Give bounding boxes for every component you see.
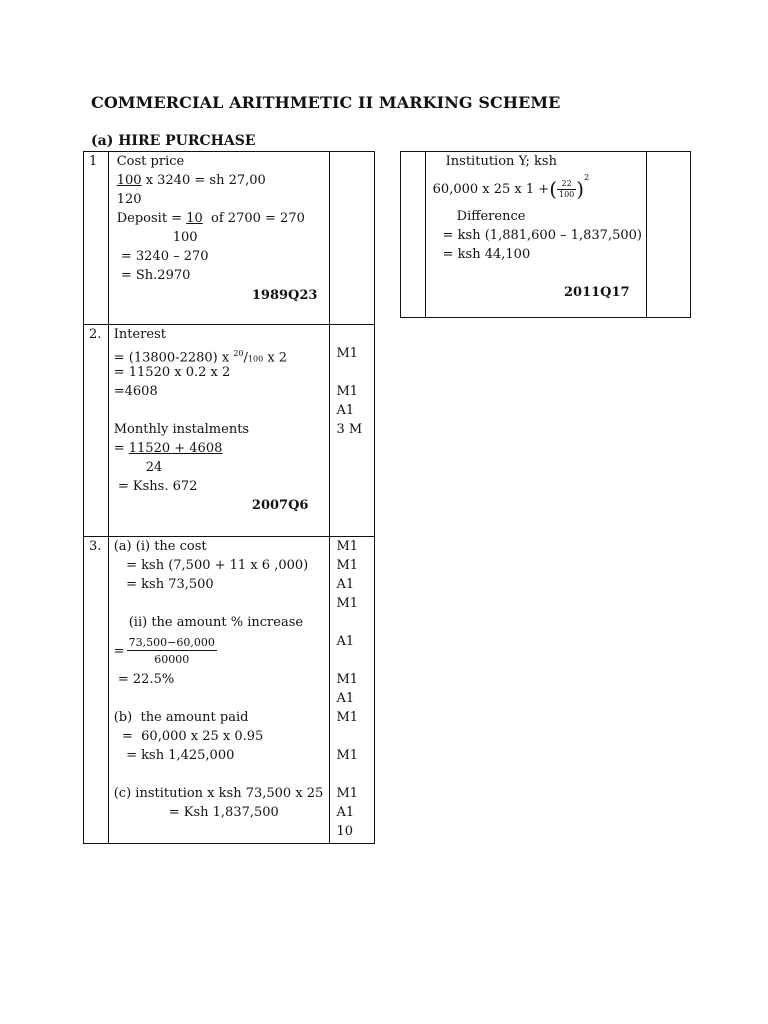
percent-fraction: 73,500−60,000 60000 [126,636,217,666]
mark-label: M1 [336,672,359,687]
solution-line: Deposit = 10 of 2700 = 270 [116,211,305,226]
solution-cell: (a) (i) the cost = ksh (7,500 + 11 x 6 ,… [107,536,331,844]
solution-cell: Institution Y; ksh 60,000 x 25 x 1 + ( 2… [424,151,647,318]
table-row-q3: 3. (a) (i) the cost = ksh (7,500 + 11 x … [83,536,375,844]
mark-label: M1 [336,384,359,399]
marks-cell: M1 M1 A1 M1 A1 M1 A1 M1 M1 M1 A1 10 [329,536,375,844]
question-reference: 2007Q6 [251,498,309,513]
marks-cell [329,151,375,325]
mark-label: M1 [336,539,359,554]
mark-label: A1 [336,403,355,418]
mark-label: A1 [336,577,355,592]
fraction-line: = 73,500−60,000 60000 [113,636,217,666]
rate-fraction: 22 100 [557,178,577,199]
solution-line: = ksh 44,100 [442,247,531,262]
solution-line: = Kshs. 672 [113,479,198,494]
solution-line: 120 [116,192,142,207]
solution-line: 60,000 x 25 x 1 + ( 22 100 ) 2 [432,173,590,201]
solution-line: = 22.5% [113,672,175,687]
solution-line: (a) (i) the cost [113,539,207,554]
solution-line: (c) institution x ksh 73,500 x 25 [113,786,324,801]
solution-line: 24 [145,460,163,475]
table-row-q2: 2. Interest = (13800-2280) x 20/100 x 2 … [83,324,375,537]
solution-line: = ksh 1,425,000 [113,748,235,763]
table-row-q4: Institution Y; ksh 60,000 x 25 x 1 + ( 2… [400,151,692,318]
solution-line: (b) the amount paid [113,710,249,725]
mark-label: A1 [336,691,355,706]
solution-line: = Ksh 1,837,500 [168,805,279,820]
solution-cell: Cost price 100 x 3240 = sh 27,00 120 Dep… [107,151,331,325]
mark-label: M1 [336,710,359,725]
solution-line: Monthly instalments [113,422,250,437]
solution-line: = 11520 + 4608 [113,441,223,456]
marking-table-left: 1 Cost price 100 x 3240 = sh 27,00 120 D… [83,151,375,844]
solution-line: = ksh (7,500 + 11 x 6 ,000) [113,558,309,573]
mark-label: 10 [336,824,354,839]
mark-label: M1 [336,558,359,573]
page-title: COMMERCIAL ARITHMETIC II MARKING SCHEME [91,93,561,112]
mark-label: M1 [336,346,359,361]
solution-line: Institution Y; ksh [445,154,557,169]
mark-label: A1 [336,805,355,820]
solution-line: = Sh.2970 [116,268,191,283]
solution-cell: Interest = (13800-2280) x 20/100 x 2 = 1… [107,324,331,537]
mark-label: A1 [336,634,355,649]
solution-line: 100 [172,230,198,245]
solution-line: (ii) the amount % increase [128,615,304,630]
section-heading: (a) HIRE PURCHASE [91,133,256,149]
solution-line: Difference [456,209,526,224]
question-reference: 2011Q17 [563,285,630,300]
solution-line: = ksh 73,500 [113,577,214,592]
marking-table-right: Institution Y; ksh 60,000 x 25 x 1 + ( 2… [400,151,692,318]
marks-cell: M1 M1 A1 3 M [329,324,375,537]
marks-cell [645,151,692,318]
solution-line: Interest [113,327,166,342]
question-number [400,151,426,318]
solution-line: = 3240 – 270 [116,249,209,264]
mark-label: M1 [336,596,359,611]
mark-label: M1 [336,786,359,801]
question-reference: 1989Q23 [251,288,318,303]
solution-line: = ksh (1,881,600 – 1,837,500) [442,228,642,243]
solution-line: = (13800-2280) x 20/100 x 2 [113,349,288,366]
mark-label: 3 M [336,422,363,437]
solution-line: Cost price [116,154,185,169]
solution-line: = 60,000 x 25 x 0.95 [113,729,264,744]
solution-line: =4608 [113,384,158,399]
table-row-q1: 1 Cost price 100 x 3240 = sh 27,00 120 D… [83,151,375,325]
question-number: 2. [83,324,109,537]
question-number: 1 [83,151,109,325]
mark-label: M1 [336,748,359,763]
solution-line: 100 x 3240 = sh 27,00 [116,173,266,188]
solution-line: = 11520 x 0.2 x 2 [113,365,231,380]
question-number: 3. [83,536,109,844]
